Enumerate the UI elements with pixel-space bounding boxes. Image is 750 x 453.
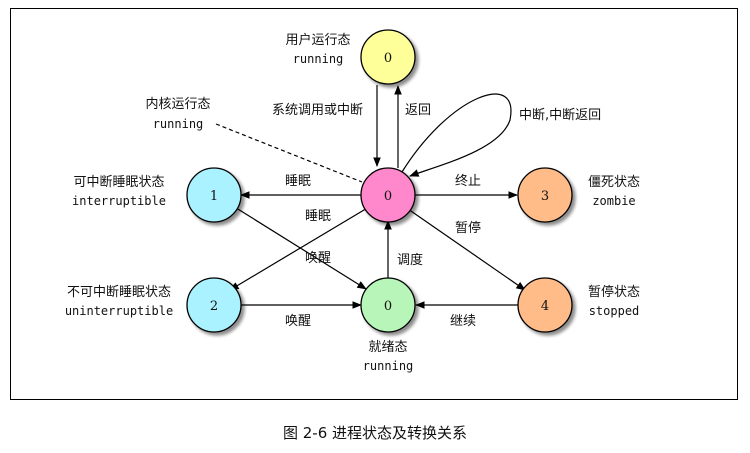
node-zombie-id: 3 (541, 189, 549, 204)
label-zombie-en: zombie (592, 194, 635, 208)
edge-label-schedule: 调度 (397, 252, 423, 268)
edge-label-sleep-2: 睡眠 (305, 209, 331, 224)
node-interruptible-id: 1 (210, 189, 218, 204)
node-zombie (517, 167, 573, 223)
label-user-running-en: running (293, 52, 344, 66)
node-stopped (517, 277, 573, 333)
label-stopped-en: stopped (589, 304, 640, 318)
node-ready-id: 0 (384, 299, 392, 314)
label-kernel-running-en: running (153, 117, 204, 131)
edge-label-terminate: 终止 (455, 173, 481, 189)
node-user-running (360, 29, 416, 85)
edge-sleep-to-uninterruptible (229, 206, 370, 291)
node-ready (360, 277, 416, 333)
label-stopped-zh: 暂停状态 (588, 284, 640, 300)
edge-label-syscall: 系统调用或中断 (272, 103, 363, 118)
diagram-frame (10, 8, 738, 400)
edge-label-continue: 继续 (450, 314, 476, 329)
node-interruptible (186, 167, 242, 223)
edge-pause (407, 208, 526, 291)
edge-label-wake-1: 唤醒 (305, 251, 331, 266)
node-user-running-id: 0 (384, 51, 392, 66)
kernel-label-pointer (215, 123, 363, 183)
label-uninterruptible-zh: 不可中断睡眠状态 (67, 285, 171, 300)
node-kernel-running-id: 0 (384, 189, 392, 204)
edge-label-sleep-1: 睡眠 (285, 174, 311, 189)
label-ready-en: running (363, 359, 414, 373)
label-interruptible-en: interruptible (72, 194, 166, 208)
node-kernel-running (360, 167, 416, 223)
edge-wake-interruptible (232, 205, 367, 290)
edge-label-wake-2: 唤醒 (285, 314, 311, 329)
edge-label-interrupt-return: 中断,中断返回 (519, 108, 601, 123)
node-uninterruptible (186, 277, 242, 333)
node-uninterruptible-id: 2 (210, 299, 218, 314)
label-user-running-zh: 用户运行态 (285, 32, 350, 48)
label-ready-zh: 就绪态 (368, 340, 407, 355)
edge-interrupt-loop (401, 93, 512, 177)
label-uninterruptible-en: uninterruptible (65, 304, 173, 318)
node-stopped-id: 4 (541, 299, 549, 314)
label-kernel-running-zh: 内核运行态 (145, 96, 210, 112)
label-zombie-zh: 僵死状态 (588, 175, 640, 190)
edge-label-pause: 暂停 (455, 220, 481, 236)
edge-label-return: 返回 (405, 103, 431, 118)
label-interruptible-zh: 可中断睡眠状态 (73, 175, 164, 190)
figure-caption: 图 2-6 进程状态及转换关系 (283, 424, 467, 442)
